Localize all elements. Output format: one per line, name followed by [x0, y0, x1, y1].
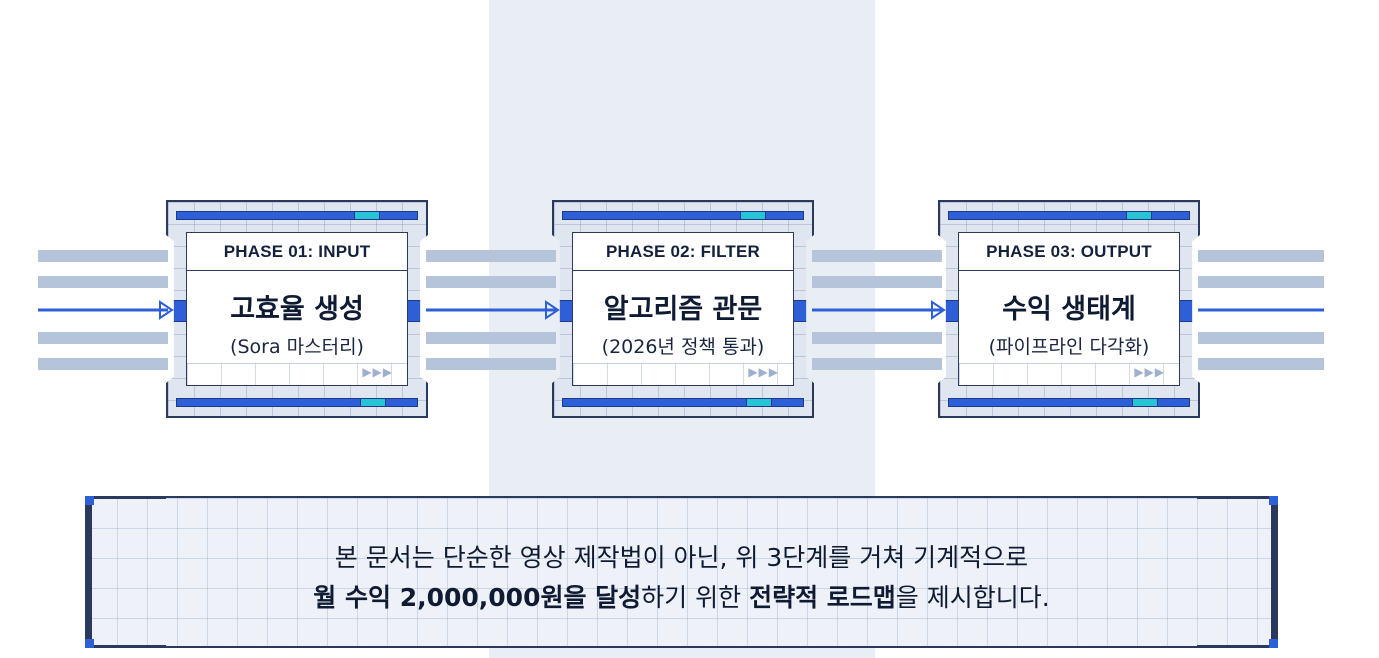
- wire-bg: [38, 358, 168, 370]
- panel-footer-grid: [187, 363, 407, 385]
- corner-marker: [85, 496, 94, 505]
- corner-marker: [85, 639, 94, 648]
- triple-arrow-icon: ▶▶▶: [748, 365, 779, 379]
- rail-accent: [1126, 211, 1152, 220]
- bottom-rail: [948, 398, 1190, 407]
- phase-panel: PHASE 01: INPUT 고효율 생성 (Sora 마스터리) ▶▶▶: [186, 232, 408, 386]
- right-bracket: [1197, 497, 1277, 647]
- wire-bg: [812, 332, 942, 344]
- left-bracket: [86, 497, 166, 647]
- arrow-right-icon: [931, 300, 946, 320]
- rail-accent: [1132, 398, 1158, 407]
- wire-bg: [38, 276, 168, 288]
- wire-bg: [1198, 332, 1324, 344]
- wire-bg: [1198, 250, 1324, 262]
- summary-box: 본 문서는 단순한 영상 제작법이 아닌, 위 3단계를 거쳐 기계적으로 월 …: [85, 496, 1278, 648]
- rail-accent: [740, 211, 766, 220]
- phase-title: 수익 생태계: [1002, 294, 1136, 325]
- summary-bold-roadmap: 전략적 로드맵: [749, 583, 896, 612]
- wire-bg: [1198, 358, 1324, 370]
- wire-bg: [426, 358, 556, 370]
- top-rail: [562, 211, 804, 220]
- summary-text: 본 문서는 단순한 영상 제작법이 아닌, 위 3단계를 거쳐 기계적으로 월 …: [87, 538, 1276, 618]
- phase-card-output: PHASE 03: OUTPUT 수익 생태계 (파이프라인 다각화) ▶▶▶: [938, 200, 1200, 418]
- wire-bg: [426, 276, 556, 288]
- arrow-right-icon: [545, 300, 560, 320]
- summary-grid: [87, 498, 1276, 646]
- phase-card-input: PHASE 01: INPUT 고효율 생성 (Sora 마스터리) ▶▶▶: [166, 200, 428, 418]
- summary-middle: 하기 위한: [641, 583, 750, 612]
- phase-label: PHASE 02: FILTER: [573, 233, 793, 271]
- arrow-right-icon: [159, 300, 174, 320]
- phase-subtitle: (2026년 정책 통과): [601, 336, 765, 358]
- triple-arrow-icon: ▶▶▶: [362, 365, 393, 379]
- rail-accent: [360, 398, 386, 407]
- rail-accent: [746, 398, 772, 407]
- wire-bg: [812, 250, 942, 262]
- summary-end: 을 제시합니다.: [895, 583, 1050, 612]
- top-rail: [948, 211, 1190, 220]
- phase-panel: PHASE 03: OUTPUT 수익 생태계 (파이프라인 다각화) ▶▶▶: [958, 232, 1180, 386]
- wire-bg: [812, 358, 942, 370]
- summary-line-1: 본 문서는 단순한 영상 제작법이 아닌, 위 3단계를 거쳐 기계적으로: [334, 543, 1029, 572]
- wire-bg: [426, 250, 556, 262]
- corner-marker: [1269, 639, 1278, 648]
- triple-arrow-icon: ▶▶▶: [1134, 365, 1165, 379]
- phase-label: PHASE 03: OUTPUT: [959, 233, 1179, 271]
- wire-bg: [1198, 276, 1324, 288]
- summary-bold-goal: 월 수익 2,000,000원을 달성: [313, 583, 642, 612]
- phase-panel: PHASE 02: FILTER 알고리즘 관문 (2026년 정책 통과) ▶…: [572, 232, 794, 386]
- corner-marker: [1269, 496, 1278, 505]
- phase-title: 고효율 생성: [230, 294, 364, 325]
- bottom-rail: [562, 398, 804, 407]
- wire-bg: [38, 250, 168, 262]
- wire-bg: [426, 332, 556, 344]
- phase-subtitle: (Sora 마스터리): [230, 336, 364, 358]
- wire-bg: [38, 332, 168, 344]
- wire-bg: [812, 276, 942, 288]
- summary-line-2: 월 수익 2,000,000원을 달성하기 위한 전략적 로드맵을 제시합니다.: [87, 578, 1276, 618]
- phase-card-filter: PHASE 02: FILTER 알고리즘 관문 (2026년 정책 통과) ▶…: [552, 200, 814, 418]
- rail-accent: [354, 211, 380, 220]
- phase-title: 알고리즘 관문: [603, 294, 763, 325]
- panel-footer-grid: [573, 363, 793, 385]
- bottom-rail: [176, 398, 418, 407]
- panel-footer-grid: [959, 363, 1179, 385]
- top-rail: [176, 211, 418, 220]
- phase-label: PHASE 01: INPUT: [187, 233, 407, 271]
- phase-subtitle: (파이프라인 다각화): [988, 336, 1150, 358]
